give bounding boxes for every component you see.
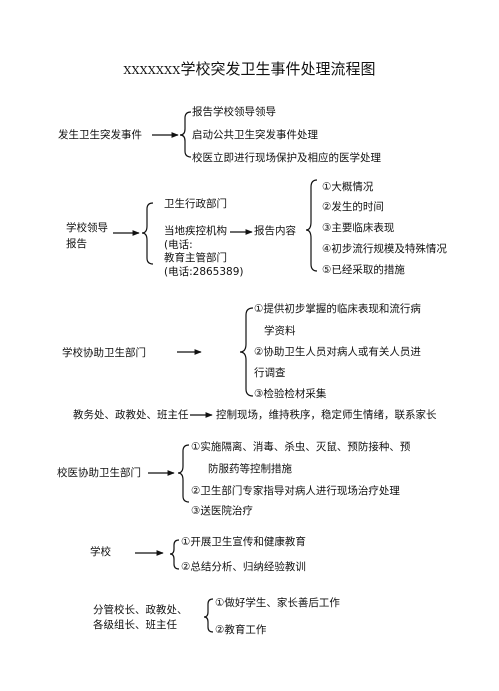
s2-target-health-dept: 卫生行政部门 xyxy=(164,198,227,210)
brace-s2-left xyxy=(141,202,154,265)
s2-report-content: 报告内容 xyxy=(254,225,296,237)
s6-source: 学校 xyxy=(90,546,111,558)
brace-s1 xyxy=(179,111,192,158)
title-main: 学校突发卫生事件处理流程图 xyxy=(180,60,376,78)
s2-target-edu-phone: (电话:2865389) xyxy=(164,266,244,278)
s2-item-1: ①大概情况 xyxy=(322,181,374,193)
s2-item-3: ③主要临床表现 xyxy=(322,222,395,234)
s2-source-line2: 报告 xyxy=(66,238,87,250)
s5-item-3: ③送医院治疗 xyxy=(191,505,253,517)
s2-item-4: ④初步流行规模及特殊情况 xyxy=(322,243,447,255)
s6-item-2: ②总结分析、归纳经验教训 xyxy=(181,561,306,573)
s2-target-edu-dept: 教育主管部门 xyxy=(164,252,227,264)
s5-source: 校医协助卫生部门 xyxy=(57,467,141,479)
brace-s7 xyxy=(203,598,214,633)
brace-s6 xyxy=(169,539,180,570)
brace-s2-right xyxy=(305,179,318,272)
s5-item-1-cont: 防服药等控制措施 xyxy=(208,463,292,475)
s3-item-3: ③检验检材采集 xyxy=(254,388,327,400)
title-prefix: XXXXXXX xyxy=(123,64,181,77)
s5-item-1: ①实施隔离、消毒、杀虫、灭鼠、预防接种、预 xyxy=(191,441,411,453)
brace-s3 xyxy=(239,307,254,397)
s4-source: 教务处、政教处、班主任 xyxy=(73,409,189,421)
brace-s5 xyxy=(177,444,190,503)
s1-item-1: 报告学校领导领导 xyxy=(192,106,276,118)
s2-item-2: ②发生的时间 xyxy=(322,201,384,213)
s1-source: 发生卫生突发事件 xyxy=(58,129,142,141)
s5-item-2: ②卫生部门专家指导对病人进行现场治疗处理 xyxy=(191,485,400,497)
s2-target-cdc: 当地疾控机构 xyxy=(164,225,227,237)
s7-source-line2: 各级组长、班主任 xyxy=(93,619,177,631)
s2-target-cdc-phone: (电话: xyxy=(164,239,193,251)
s4-target: 控制现场，维持秩序，稳定师生情绪，联系家长 xyxy=(216,409,437,421)
s2-source-line1: 学校领导 xyxy=(66,222,108,234)
s3-item-1: ①提供初步掌握的临床表现和流行病 xyxy=(254,303,421,315)
s1-item-2: 启动公共卫生突发事件处理 xyxy=(192,129,318,141)
s3-item-1-cont: 学资料 xyxy=(264,325,296,337)
page-title: XXXXXXX学校突发卫生事件处理流程图 xyxy=(0,60,499,80)
s2-item-5: ⑤已经采取的措施 xyxy=(322,264,405,276)
s6-item-1: ①开展卫生宣传和健康教育 xyxy=(181,536,306,548)
s1-item-3: 校医立即进行现场保护及相应的医学处理 xyxy=(192,152,381,164)
s3-item-2: ②协助卫生人员对病人或有关人员进 xyxy=(254,346,421,358)
s3-source: 学校协助卫生部门 xyxy=(62,347,146,359)
s7-item-1: ①做好学生、家长善后工作 xyxy=(215,597,340,609)
s3-item-2-cont: 行调查 xyxy=(254,367,286,379)
s7-item-2: ②教育工作 xyxy=(215,624,267,636)
s7-source-line1: 分管校长、政教处、 xyxy=(93,604,188,616)
